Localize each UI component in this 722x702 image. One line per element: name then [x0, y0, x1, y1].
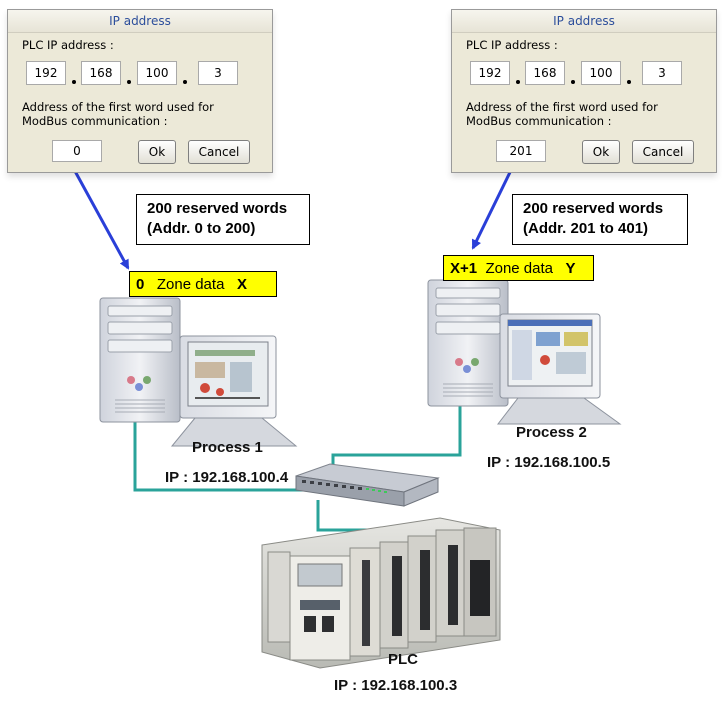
ip-dot — [516, 80, 520, 84]
ip-octet-1-input[interactable]: 192 — [26, 61, 66, 85]
plc-rack-icon — [261, 517, 501, 669]
zone-start: 0 — [136, 276, 145, 293]
zone-name: X — [236, 276, 247, 293]
plc-ip-label: PLC IP address : — [22, 38, 114, 52]
process-2-ip: IP : 192.168.100.5 — [487, 454, 611, 471]
reserved-words-callout-1: 200 reserved words (Addr. 0 to 200) — [136, 194, 310, 245]
process-1-name: Process 1 — [192, 439, 263, 456]
modbus-address-label: Address of the first word used for ModBu… — [22, 100, 214, 128]
ip-dot — [127, 80, 131, 84]
ip-dot — [183, 80, 187, 84]
callout-line-1: 200 reserved words — [523, 200, 664, 217]
zone-name: Y — [565, 260, 576, 277]
callout-line-1: 200 reserved words — [147, 200, 288, 217]
ip-octet-3-input[interactable]: 100 — [581, 61, 621, 85]
dialog-title: IP address — [452, 10, 716, 33]
ip-octet-1-input[interactable]: 192 — [470, 61, 510, 85]
ip-address-dialog-1: IP address PLC IP address : 192 168 100 … — [7, 9, 273, 173]
monitor-icon — [496, 313, 622, 425]
ip-dot — [571, 80, 575, 84]
ok-button[interactable]: Ok — [138, 140, 176, 164]
reserved-words-callout-2: 200 reserved words (Addr. 201 to 401) — [512, 194, 688, 245]
network-switch-icon — [295, 463, 440, 507]
arrow-dialog2-to-process2 — [471, 161, 517, 250]
arrow-dialog1-to-process1 — [68, 161, 130, 270]
ip-address-dialog-2: IP address PLC IP address : 192 168 100 … — [451, 9, 717, 173]
plc-ip: IP : 192.168.100.3 — [334, 677, 458, 694]
process-2-name: Process 2 — [516, 424, 587, 441]
callout-line-2: (Addr. 201 to 401) — [523, 220, 649, 237]
cancel-button[interactable]: Cancel — [632, 140, 694, 164]
ip-octet-2-input[interactable]: 168 — [81, 61, 121, 85]
pc-tower-icon — [427, 279, 509, 407]
ip-octet-3-input[interactable]: 100 — [137, 61, 177, 85]
modbus-address-label: Address of the first word used for ModBu… — [466, 100, 658, 128]
zone-data-x-label: 0 Zone data X — [129, 271, 277, 297]
first-word-address-input[interactable]: 0 — [52, 140, 102, 162]
plc-name: PLC — [388, 651, 418, 668]
plc-ip-label: PLC IP address : — [466, 38, 558, 52]
callout-line-2: (Addr. 0 to 200) — [147, 220, 256, 237]
ok-button[interactable]: Ok — [582, 140, 620, 164]
monitor-icon — [170, 335, 298, 447]
ip-octet-2-input[interactable]: 168 — [525, 61, 565, 85]
dialog-title: IP address — [8, 10, 272, 33]
zone-label: Zone data — [485, 260, 554, 277]
process-1-ip: IP : 192.168.100.4 — [165, 469, 289, 486]
cable-process1 — [133, 420, 320, 492]
ip-dot — [627, 80, 631, 84]
zone-label: Zone data — [156, 276, 225, 293]
zone-start: X+1 — [450, 260, 478, 277]
pc-tower-icon — [99, 297, 181, 423]
first-word-address-input[interactable]: 201 — [496, 140, 546, 162]
ip-dot — [72, 80, 76, 84]
ip-octet-4-input[interactable]: 3 — [642, 61, 682, 85]
ip-octet-4-input[interactable]: 3 — [198, 61, 238, 85]
zone-data-y-label: X+1 Zone data Y — [443, 255, 594, 281]
cancel-button[interactable]: Cancel — [188, 140, 250, 164]
